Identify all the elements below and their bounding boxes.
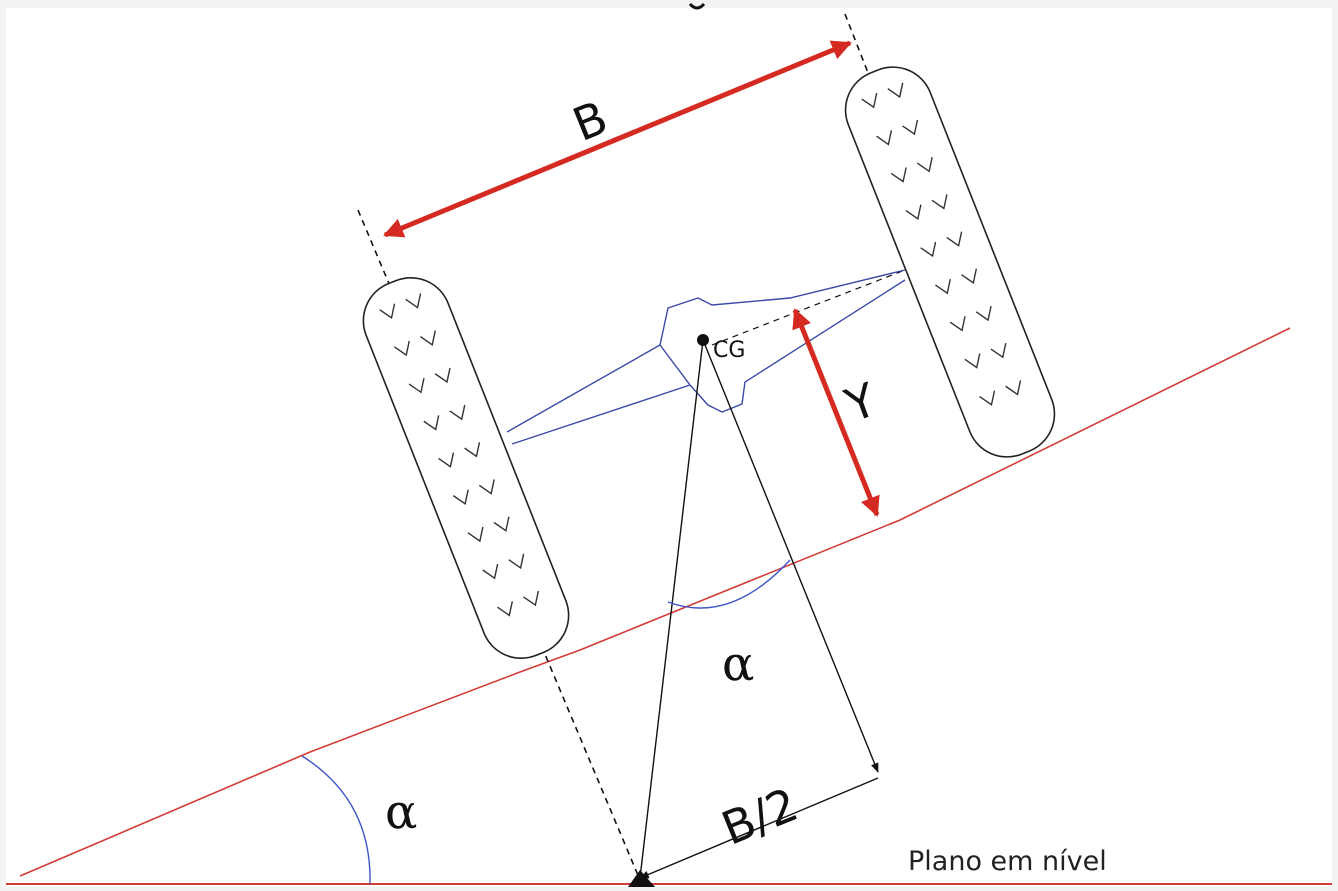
slope-angle-label: α bbox=[385, 784, 417, 840]
cg-label: CG bbox=[713, 338, 745, 363]
axle-reference-line bbox=[711, 269, 906, 346]
diagram-panel bbox=[6, 8, 1332, 887]
slope-angle-arc bbox=[301, 755, 371, 885]
slope-line bbox=[19, 327, 1291, 877]
track-width-arrow bbox=[383, 40, 852, 238]
cg-perpendicular-line bbox=[702, 339, 879, 773]
vehicle-frame bbox=[506, 269, 906, 445]
cg-height-arrow bbox=[792, 308, 880, 517]
vehicle-angle-arc bbox=[667, 559, 791, 609]
cropped-title-fragment bbox=[688, 2, 706, 10]
cg-to-pivot-line bbox=[639, 339, 704, 879]
level-plane-label: Plano em nível bbox=[908, 846, 1107, 877]
vehicle-angle-label: α bbox=[722, 636, 754, 692]
pivot-marker bbox=[628, 870, 655, 887]
right-tire bbox=[844, 66, 1056, 458]
left-tire bbox=[362, 276, 570, 660]
half-track-line bbox=[639, 777, 879, 879]
